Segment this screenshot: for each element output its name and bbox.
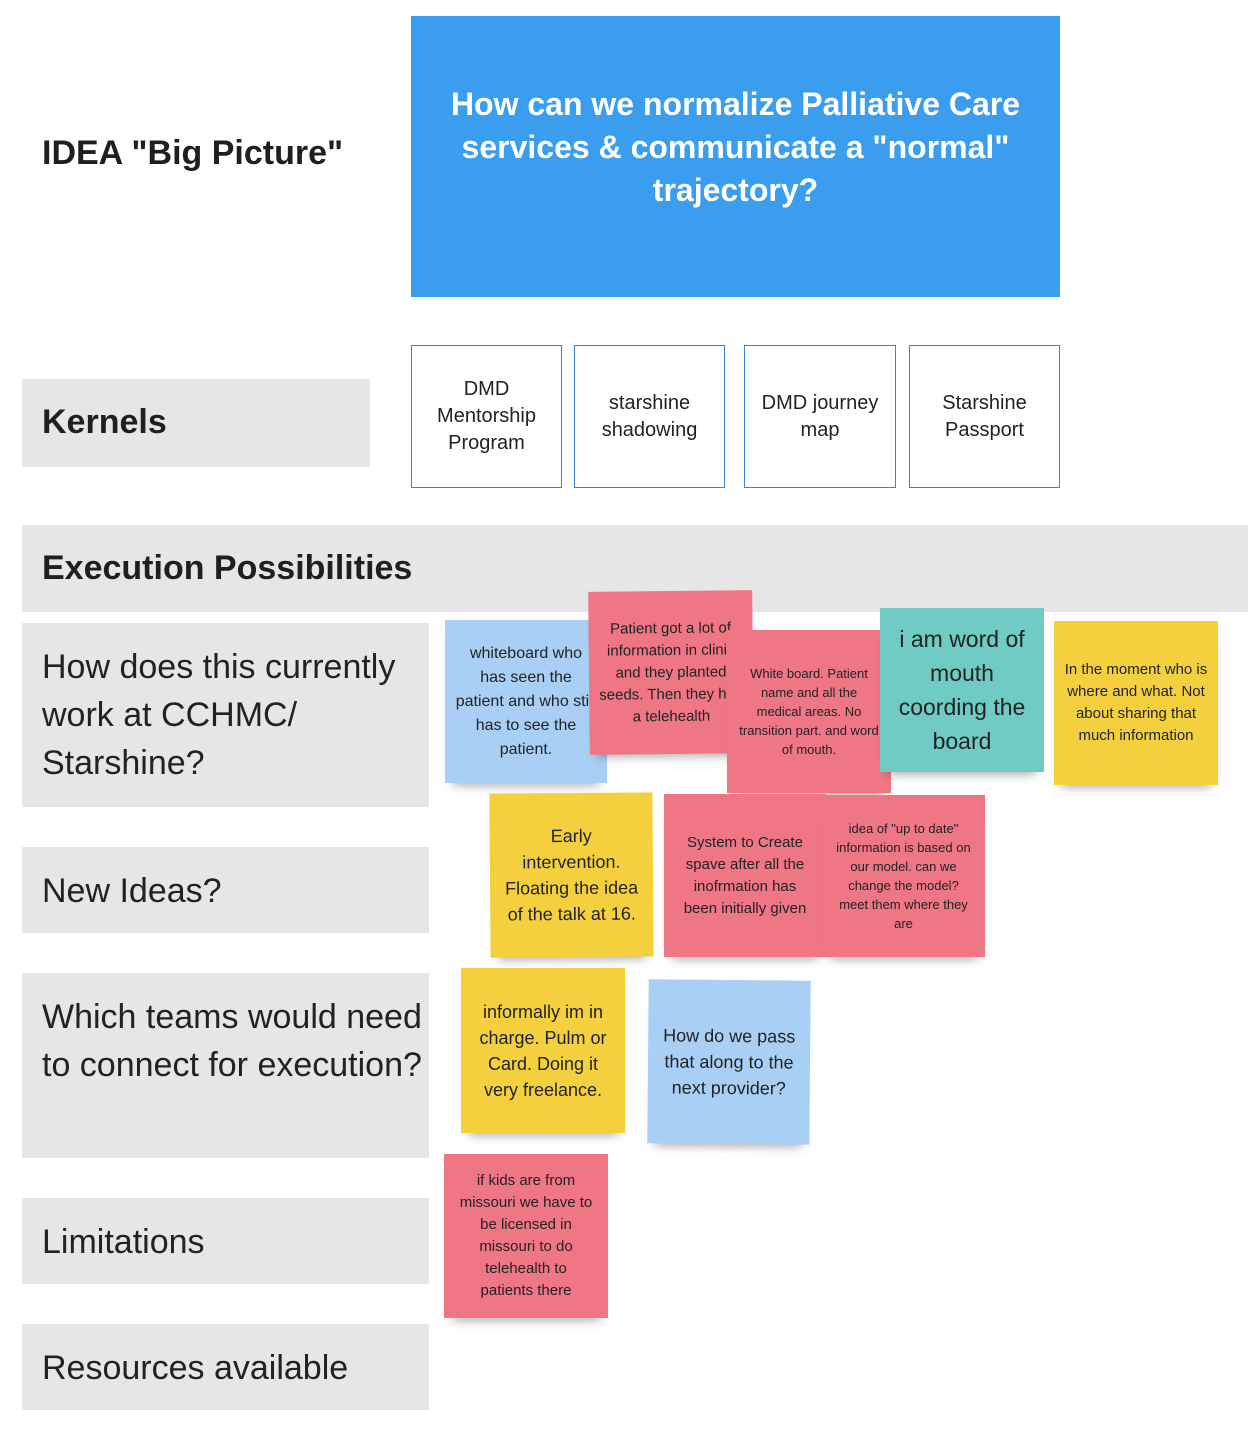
sticky-note[interactable]: Early intervention. Floating the idea of… (489, 792, 654, 958)
kernel-card[interactable]: DMD journey map (744, 345, 896, 488)
kernels-band: Kernels (22, 379, 370, 467)
row-label-limitations: Limitations (22, 1198, 429, 1284)
kernel-card[interactable]: DMD Mentorship Program (411, 345, 562, 488)
kernel-card[interactable]: starshine shadowing (574, 345, 725, 488)
sticky-note[interactable]: How do we pass that along to the next pr… (647, 979, 811, 1145)
row-label-current: How does this currently work at CCHMC/ S… (22, 623, 429, 807)
idea-question-card[interactable]: How can we normalize Palliative Care ser… (411, 16, 1060, 297)
sticky-note[interactable]: White board. Patient name and all the me… (727, 630, 891, 793)
kernel-card[interactable]: Starshine Passport (909, 345, 1060, 488)
sticky-note[interactable]: informally im in charge. Pulm or Card. D… (461, 968, 625, 1133)
sticky-note[interactable]: i am word of mouth coording the board (880, 608, 1044, 772)
sticky-note[interactable]: whiteboard who has seen the patient and … (445, 620, 607, 783)
row-label-teams: Which teams would need to connect for ex… (22, 973, 429, 1158)
row-label-resources: Resources available (22, 1324, 429, 1410)
kernels-label: Kernels (42, 403, 167, 441)
row-label-new-ideas: New Ideas? (22, 847, 429, 933)
sticky-note[interactable]: System to Create spave after all the ino… (664, 794, 826, 957)
sticky-note[interactable]: In the moment who is where and what. Not… (1054, 621, 1218, 785)
idea-label: IDEA "Big Picture" (42, 134, 344, 172)
execution-label: Execution Possibilities (42, 549, 413, 587)
sticky-note[interactable]: if kids are from missouri we have to be … (444, 1154, 608, 1318)
sticky-note[interactable]: idea of "up to date" information is base… (822, 795, 985, 957)
